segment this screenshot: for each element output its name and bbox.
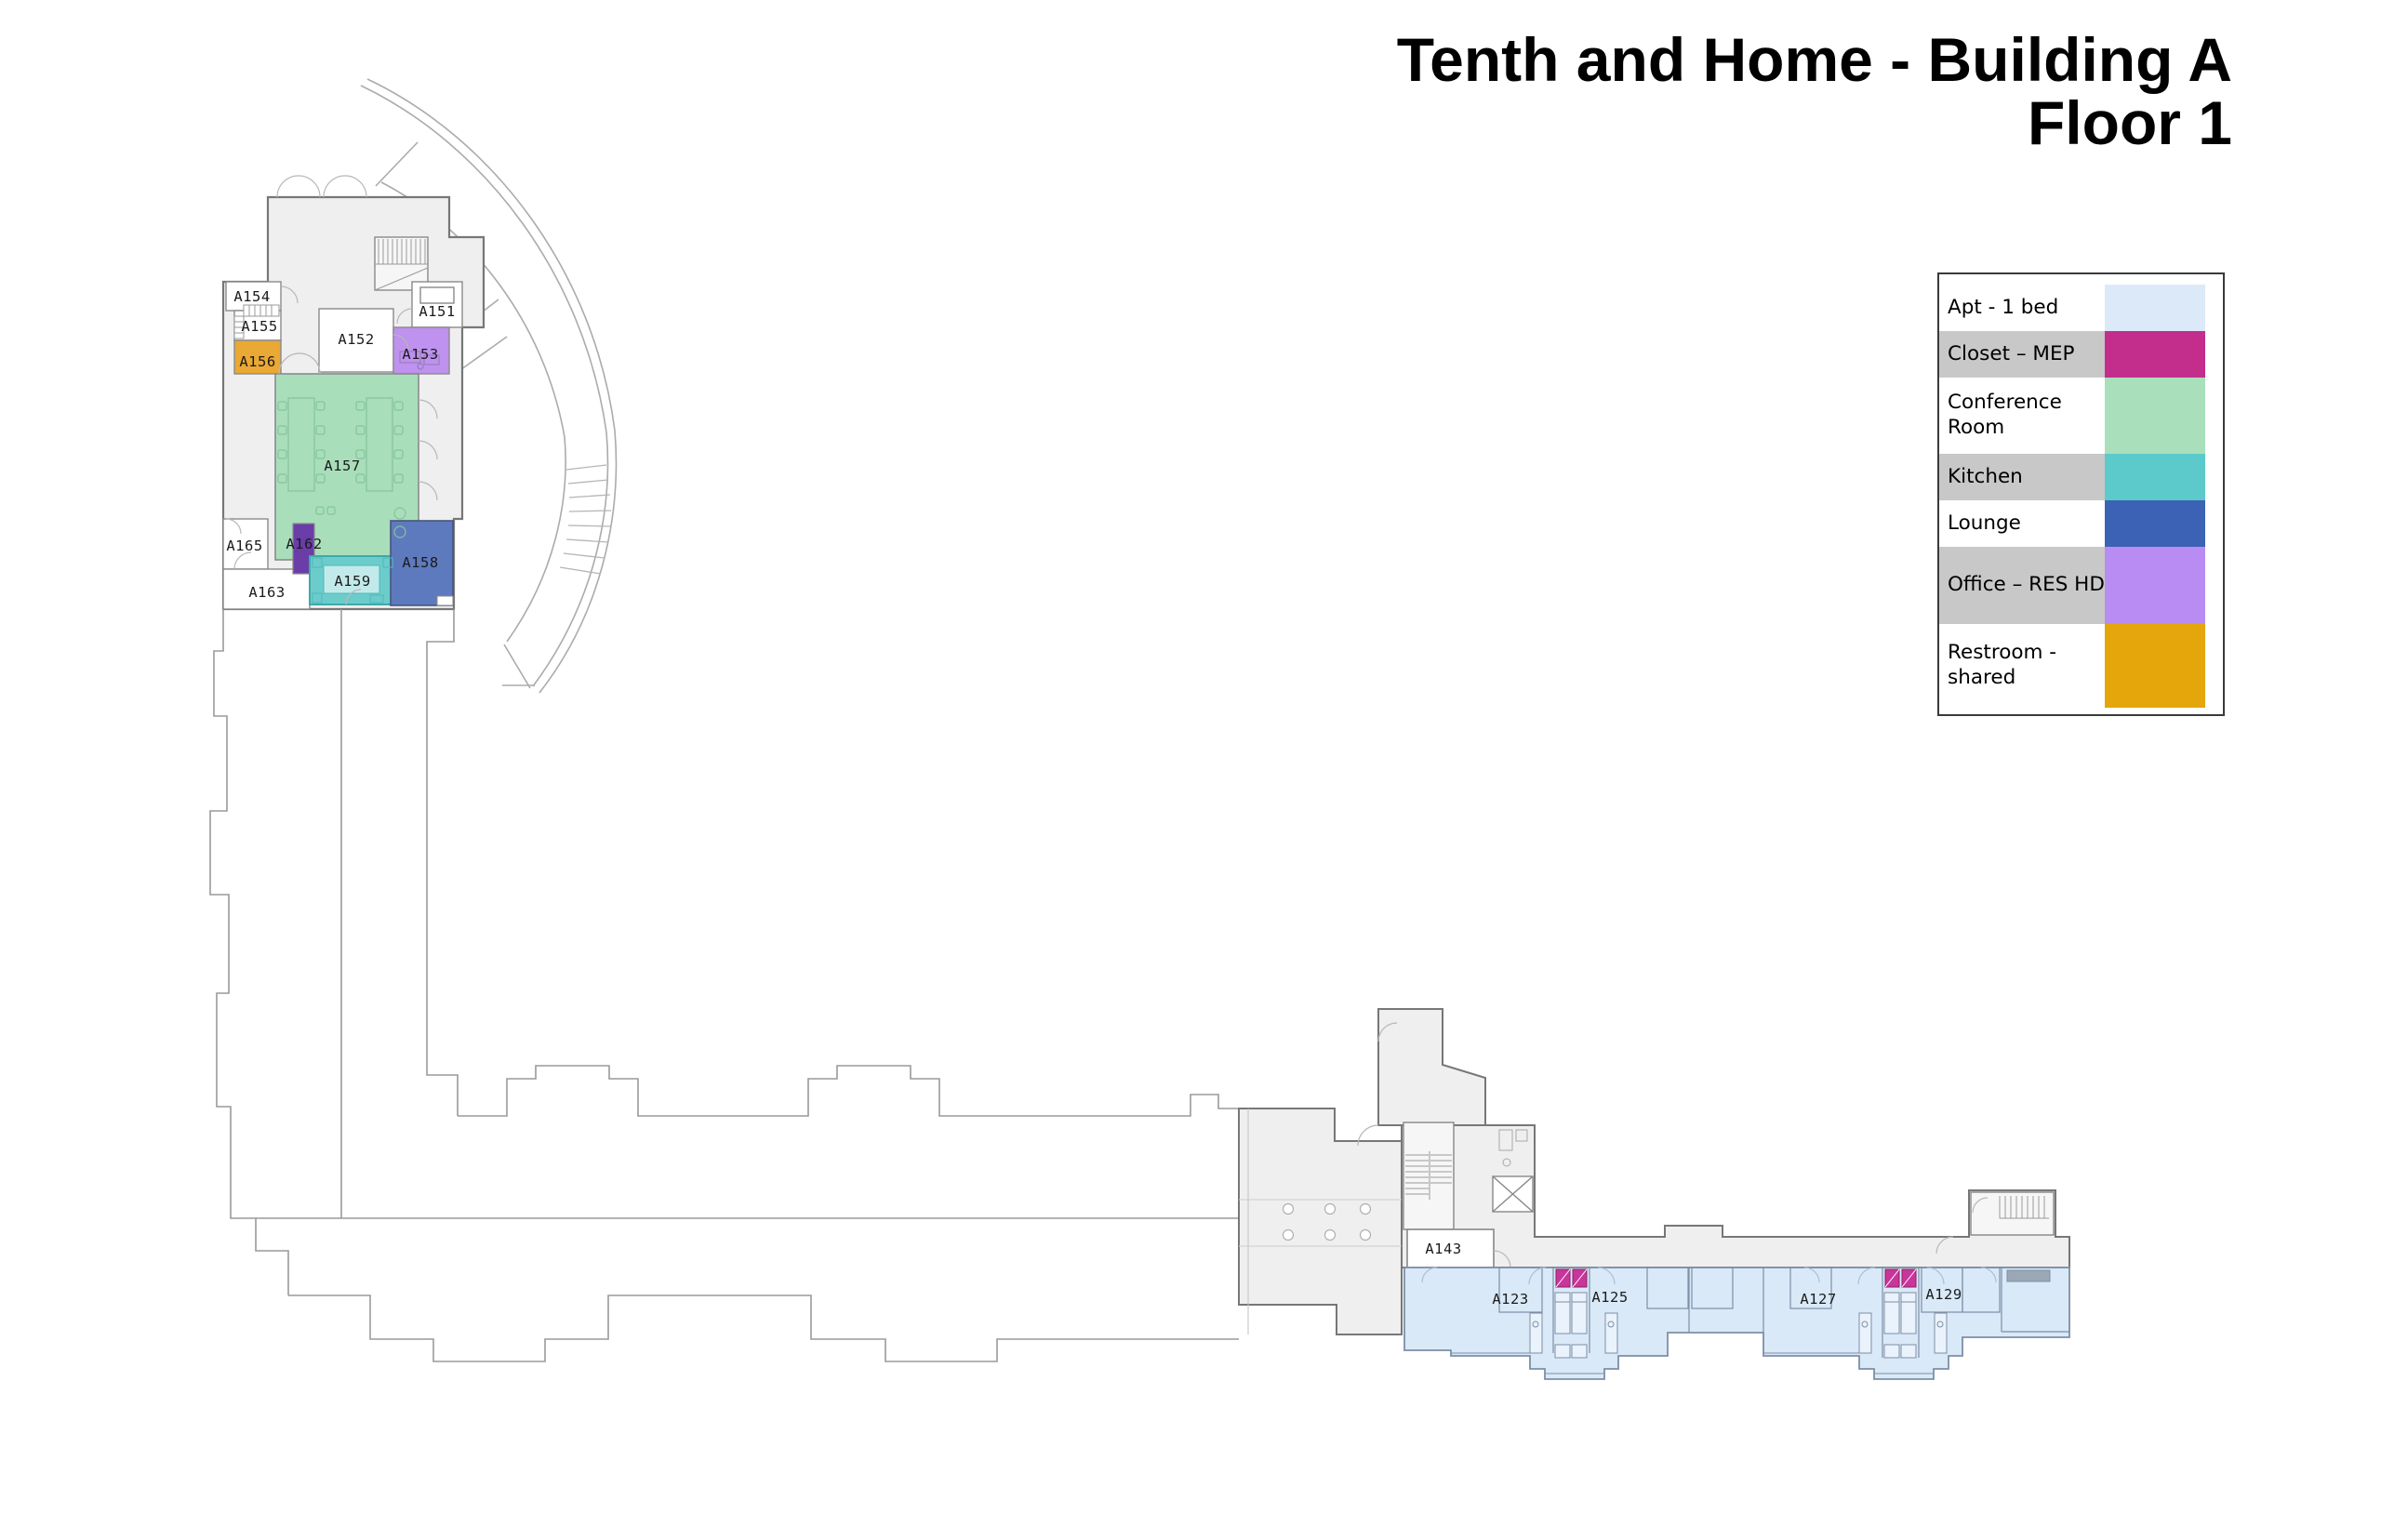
legend-label: Apt - 1 bed	[1948, 295, 2059, 319]
legend-label: Kitchen	[1948, 464, 2023, 488]
legend-row-apt: Apt - 1 bed	[1939, 285, 2223, 331]
lobby-area	[1238, 1108, 1403, 1335]
room-label-a127: A127	[1800, 1291, 1836, 1308]
legend-swatch-lounge	[2105, 500, 2205, 547]
north-corridor	[1377, 1008, 1486, 1126]
room-label-a143: A143	[1425, 1241, 1461, 1257]
curved-facade-arcs	[360, 78, 618, 694]
kitchen-fixtures	[312, 557, 393, 604]
stairwell-lobby	[1403, 1122, 1455, 1230]
office-furniture	[399, 351, 440, 370]
room-label-a154: A154	[233, 288, 270, 305]
room-label-a157: A157	[324, 458, 360, 474]
door-arcs-apartments	[1421, 1267, 1997, 1285]
bay-windows	[1451, 1352, 1934, 1374]
legend-row-office: Office – RES HD	[1939, 547, 2223, 624]
bottom-wing-outline	[288, 1065, 1239, 1362]
room-a153-office	[392, 326, 450, 375]
page-title: Tenth and Home - Building A Floor 1	[1397, 28, 2232, 154]
door-arcs-upper	[225, 175, 438, 605]
room-label-a156: A156	[239, 353, 275, 370]
central-core: A143	[1238, 1008, 2070, 1335]
room-label-a163: A163	[248, 584, 285, 601]
lobby-columns	[1282, 1202, 1372, 1241]
legend-label: Office – RES HD	[1948, 573, 2105, 597]
legend-label: Closet – MEP	[1948, 341, 2075, 365]
room-label-a152: A152	[338, 331, 374, 348]
closet-hatch	[233, 304, 280, 339]
room-label-a153: A153	[402, 346, 438, 363]
amenity-block: A154 A155 A156 A152 A151 A153 A157 A165 …	[221, 175, 486, 611]
legend-swatch-office	[2105, 547, 2205, 624]
room-a158-lounge	[390, 520, 454, 606]
room-label-a155: A155	[241, 318, 277, 335]
curved-stair-treads	[559, 464, 612, 575]
stairwell-east	[1970, 1191, 2055, 1236]
title-line1: Tenth and Home - Building A	[1396, 25, 2232, 94]
room-label-a159: A159	[334, 573, 370, 590]
core-fixtures	[1498, 1129, 1528, 1167]
room-a156-restroom	[233, 339, 282, 375]
vertical-wing-outline	[209, 609, 1239, 1295]
room-label-a158: A158	[402, 554, 438, 571]
apartments-area	[1403, 1267, 2070, 1380]
room-a163	[222, 568, 311, 610]
room-label-a129: A129	[1925, 1286, 1962, 1303]
apartment-wing: A123 A125 A127 A129	[1403, 1267, 2070, 1380]
legend-label: Lounge	[1948, 511, 2021, 535]
door-arcs-core	[1357, 1022, 1954, 1268]
conference-furniture	[277, 397, 406, 538]
apartment-furniture	[1529, 1269, 2051, 1359]
legend-row-kitchen: Kitchen	[1939, 454, 2223, 500]
lounge-notch	[436, 595, 454, 606]
mep-closets	[1555, 1268, 1917, 1288]
room-a152	[318, 308, 394, 373]
title-line2: Floor 1	[2027, 88, 2232, 157]
legend-swatch-conference	[2105, 378, 2205, 454]
elevator	[1492, 1175, 1534, 1213]
legend-label: Restroom -shared	[1948, 641, 2057, 689]
legend-swatch-restroom	[2105, 624, 2205, 708]
room-label-a125: A125	[1591, 1289, 1628, 1306]
room-a143	[1406, 1228, 1495, 1268]
legend-swatch-closet-mep	[2105, 331, 2205, 378]
legend-swatch-kitchen	[2105, 454, 2205, 500]
legend-row-closet-mep: Closet – MEP	[1939, 331, 2223, 378]
table-a151	[419, 286, 455, 304]
room-label-a162: A162	[286, 536, 322, 552]
room-label-a151: A151	[419, 303, 455, 320]
room-label-a165: A165	[226, 538, 262, 554]
legend-swatch-apt	[2105, 285, 2205, 331]
legend-row-lounge: Lounge	[1939, 500, 2223, 547]
legend-row-restroom: Restroom -shared	[1939, 624, 2223, 708]
room-label-a123: A123	[1492, 1291, 1528, 1308]
